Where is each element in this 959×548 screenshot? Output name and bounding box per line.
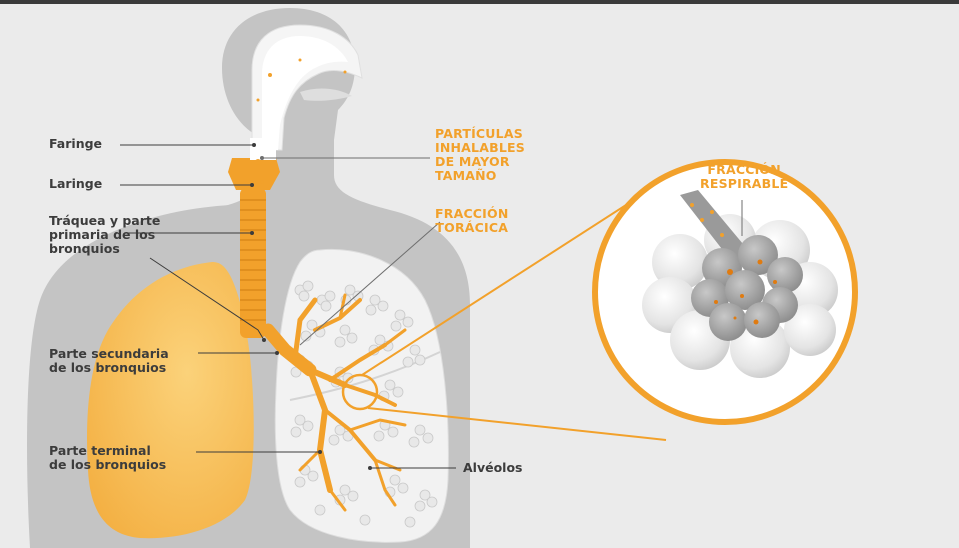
- label-terminal: Parte terminal de los bronquios: [49, 444, 166, 472]
- callout-dot: [260, 156, 264, 160]
- label-faringe: Faringe: [49, 137, 102, 151]
- trachea: [240, 188, 266, 338]
- label-alveolos: Alvéolos: [463, 461, 523, 475]
- callout-respirable: FRACCIÓN RESPIRABLE: [700, 163, 788, 191]
- label-secundaria: Parte secundaria de los bronquios: [49, 347, 169, 375]
- label-traquea: Tráquea y parte primaria de los bronquio…: [49, 214, 160, 256]
- top-frame-line: [0, 0, 959, 4]
- callout-toracica: FRACCIÓN TORÁCICA: [435, 207, 509, 235]
- label-laringe: Laringe: [49, 177, 102, 191]
- callout-particulas: PARTÍCULAS INHALABLES DE MAYOR TAMAÑO: [435, 127, 525, 183]
